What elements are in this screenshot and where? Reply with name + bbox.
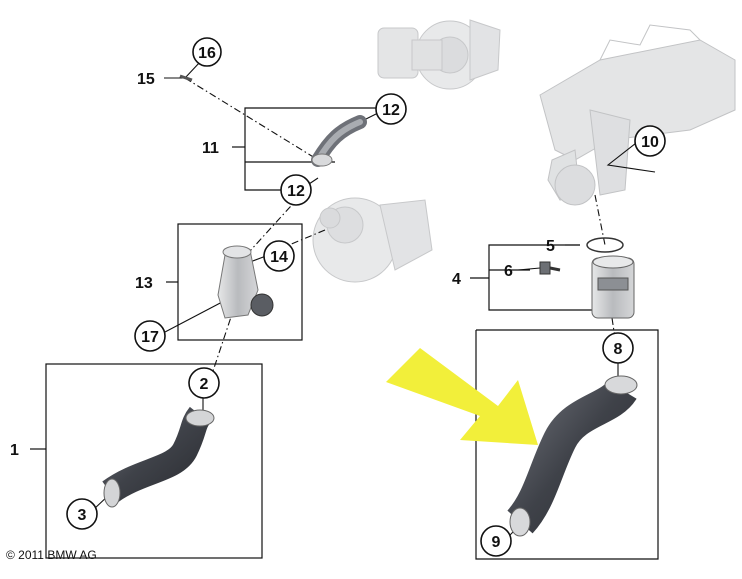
highlight-arrow <box>386 348 538 445</box>
svg-text:3: 3 <box>78 507 87 524</box>
charge-hose-1 <box>102 406 215 508</box>
svg-text:12: 12 <box>382 102 400 119</box>
svg-text:10: 10 <box>641 134 659 151</box>
turbocharger-top-illustration <box>377 19 501 90</box>
svg-text:2: 2 <box>200 376 209 393</box>
turbocharger-middle-illustration <box>312 197 433 283</box>
o-ring-5 <box>586 237 624 253</box>
callout-12-top: 12 <box>375 93 407 125</box>
svg-text:9: 9 <box>492 534 501 551</box>
label-4: 4 <box>452 271 461 288</box>
callout-16: 16 <box>192 37 222 67</box>
svg-text:8: 8 <box>614 341 623 358</box>
svg-text:17: 17 <box>141 329 159 346</box>
intake-manifold-illustration <box>539 24 736 206</box>
fitting-13 <box>217 245 274 319</box>
label-11: 11 <box>202 140 219 157</box>
sensor-6 <box>539 261 561 275</box>
svg-text:16: 16 <box>198 45 216 62</box>
label-1: 1 <box>10 442 19 459</box>
group-bracket-4 <box>470 244 610 311</box>
svg-text:12: 12 <box>287 183 305 200</box>
callout-12-bottom: 12 <box>280 174 312 206</box>
intake-pipe-11 <box>311 115 367 167</box>
callout-10: 10 <box>634 125 666 157</box>
svg-text:14: 14 <box>270 249 288 266</box>
throttle-housing-4 <box>591 255 635 319</box>
group-box-8 <box>475 329 659 560</box>
label-15: 15 <box>137 71 155 88</box>
group-box-13 <box>166 223 303 341</box>
callout-2: 2 <box>188 367 220 399</box>
group-box-1 <box>30 363 263 559</box>
callout-3: 3 <box>66 498 98 530</box>
charge-hose-8 <box>506 375 638 537</box>
callout-14: 14 <box>263 240 295 272</box>
callout-9: 9 <box>480 525 512 557</box>
callout-8: 8 <box>602 332 634 364</box>
label-5: 5 <box>546 238 555 255</box>
label-6: 6 <box>504 263 513 280</box>
label-13: 13 <box>135 275 153 292</box>
callout-17: 17 <box>134 320 166 352</box>
copyright-notice: © 2011 BMW AG <box>6 548 97 562</box>
screw-15 <box>179 74 193 82</box>
